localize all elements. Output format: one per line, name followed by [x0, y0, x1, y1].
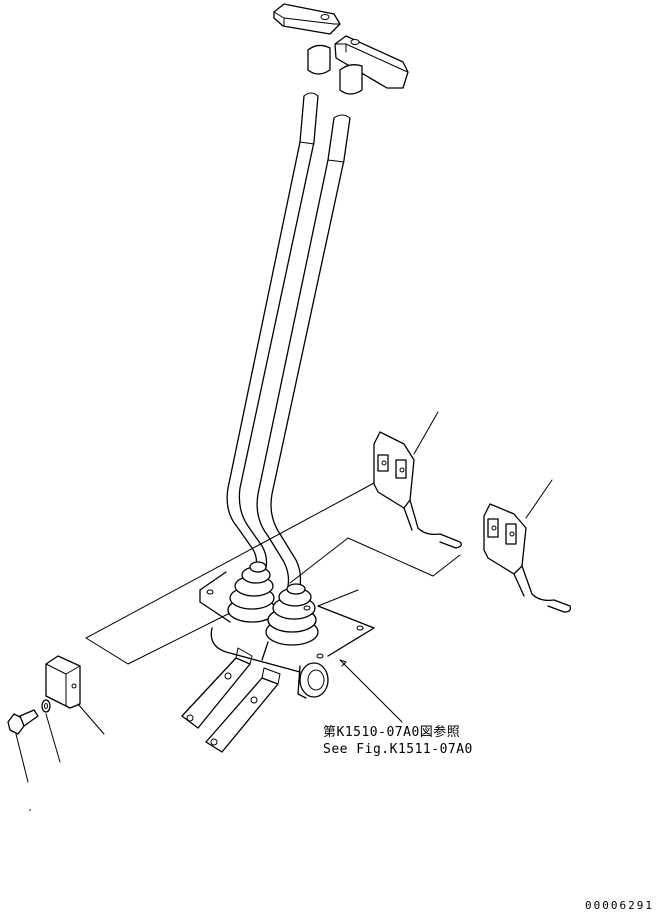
clamp-bracket-lower: [483, 503, 572, 613]
lever-rod-left: [226, 92, 319, 569]
reference-japanese: 第K1510-07A0図参照: [323, 725, 461, 740]
lever-rod-right: [256, 114, 351, 587]
boot-left: [227, 561, 277, 623]
lever-knob-right: [334, 35, 409, 95]
link-arm-left: [181, 647, 253, 729]
bracket-body: [210, 627, 329, 699]
floor-plate-outline: [85, 481, 461, 665]
lever-knob-left: [273, 3, 341, 75]
bolt: [7, 709, 39, 735]
boot-right: [265, 583, 319, 646]
washer: [41, 699, 51, 713]
small-block: [45, 655, 81, 709]
base-plate: [199, 571, 375, 659]
link-arm-right: [205, 667, 281, 753]
reference-english: See Fig.K1511-07A0: [323, 742, 473, 757]
drawing-number: 00006291: [585, 899, 654, 912]
clamp-bracket-upper: [373, 431, 462, 549]
leader-lines: [15, 411, 553, 811]
